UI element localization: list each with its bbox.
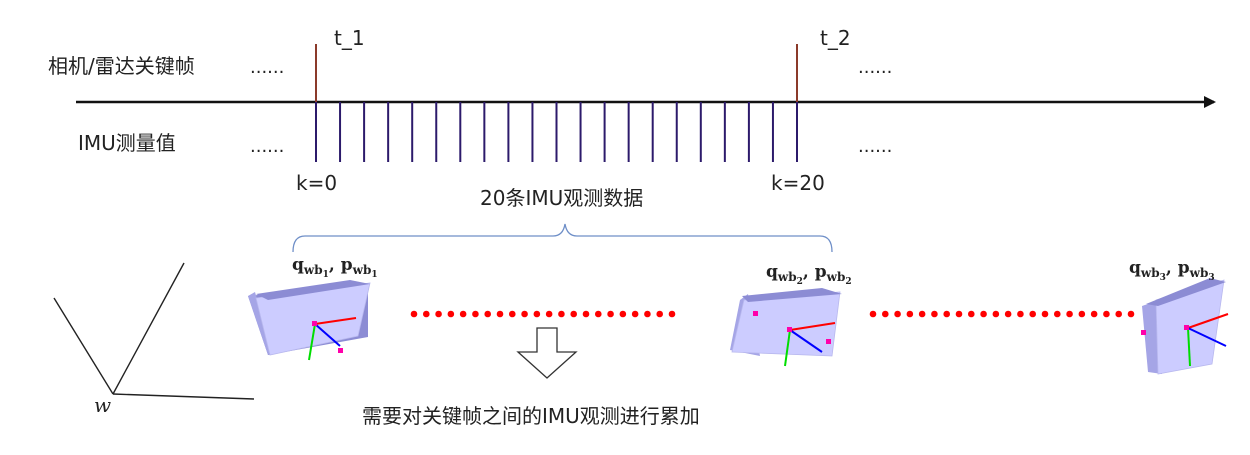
keyframe-ellipsis-left: ...... bbox=[250, 57, 284, 78]
pose-label-2: qwb2, pwb2 bbox=[766, 262, 852, 287]
connector-dot bbox=[894, 310, 901, 318]
connector-dot bbox=[869, 310, 877, 318]
imu-index-label-start: k=0 bbox=[296, 171, 337, 195]
keyframe-ellipsis-right: ...... bbox=[858, 57, 892, 78]
curly-brace bbox=[292, 223, 833, 253]
connector-dot bbox=[594, 310, 602, 318]
imu-index-label-end: k=20 bbox=[771, 171, 825, 195]
body-pose-1 bbox=[248, 280, 371, 361]
svg-text:qwb3, pwb3: qwb3, pwb3 bbox=[1129, 258, 1215, 283]
connector-dot bbox=[570, 310, 578, 318]
imu-ticks bbox=[315, 102, 798, 162]
caption: 需要对关键帧之间的IMU观测进行累加 bbox=[362, 404, 700, 428]
connector-dot bbox=[619, 310, 627, 318]
connector-dot bbox=[955, 310, 963, 318]
connector-dot bbox=[1041, 310, 1049, 318]
connector-dot bbox=[1029, 310, 1037, 318]
connector-dot bbox=[533, 310, 541, 318]
connector-dot bbox=[558, 310, 565, 318]
connector-dot bbox=[410, 310, 418, 318]
dotted-connector-1 bbox=[410, 310, 676, 318]
connector-dot bbox=[545, 310, 553, 318]
keyframe-label-t1: t_1 bbox=[334, 26, 365, 50]
connector-dot bbox=[992, 310, 1000, 318]
connector-dot bbox=[1017, 310, 1024, 318]
world-frame-label: w bbox=[94, 393, 111, 417]
connector-dot bbox=[656, 310, 664, 318]
connector-dot bbox=[1004, 310, 1012, 318]
connector-dot bbox=[435, 310, 442, 318]
world-frame: w bbox=[53, 262, 255, 417]
connector-dot bbox=[1103, 310, 1110, 318]
connector-dot bbox=[508, 310, 516, 318]
connector-dot bbox=[459, 310, 467, 318]
imu-row-label: IMU测量值 bbox=[78, 131, 176, 155]
svg-text:qwb2, pwb2: qwb2, pwb2 bbox=[766, 262, 852, 287]
connector-dot bbox=[668, 310, 676, 318]
connector-dot bbox=[422, 310, 430, 318]
connector-dot bbox=[582, 310, 590, 318]
connector-dot bbox=[644, 310, 651, 318]
imu-ellipsis-left: ...... bbox=[250, 136, 284, 157]
connector-dot bbox=[943, 310, 951, 318]
connector-dot bbox=[1078, 310, 1086, 318]
keyframe-row-label: 相机/雷达关键帧 bbox=[48, 54, 195, 78]
imu-ellipsis-right: ...... bbox=[858, 136, 892, 157]
connector-dot bbox=[521, 310, 528, 318]
body-pose-2 bbox=[730, 288, 842, 367]
connector-dot bbox=[1066, 310, 1073, 318]
keyframe-label-t2: t_2 bbox=[820, 26, 851, 50]
connector-dot bbox=[931, 310, 938, 318]
down-arrow-icon bbox=[516, 327, 578, 379]
connector-dot bbox=[881, 310, 889, 318]
connector-dot bbox=[1127, 310, 1135, 318]
connector-dot bbox=[1053, 310, 1061, 318]
connector-dot bbox=[967, 310, 975, 318]
connector-dot bbox=[484, 310, 492, 318]
connector-dot bbox=[496, 310, 504, 318]
connector-dot bbox=[472, 310, 479, 318]
body-pose-3 bbox=[1141, 278, 1229, 375]
svg-text:qwb1, pwb1: qwb1, pwb1 bbox=[292, 255, 378, 280]
connector-dot bbox=[631, 310, 639, 318]
connector-dot bbox=[918, 310, 926, 318]
dotted-connector-2 bbox=[869, 310, 1135, 318]
brace-label: 20条IMU观测数据 bbox=[480, 186, 643, 210]
connector-dot bbox=[1090, 310, 1098, 318]
pose-label-1: qwb1, pwb1 bbox=[292, 255, 378, 280]
connector-dot bbox=[980, 310, 987, 318]
connector-dot bbox=[607, 310, 614, 318]
connector-dot bbox=[1115, 310, 1123, 318]
connector-dot bbox=[447, 310, 455, 318]
connector-dot bbox=[906, 310, 914, 318]
pose-label-3: qwb3, pwb3 bbox=[1129, 258, 1215, 283]
